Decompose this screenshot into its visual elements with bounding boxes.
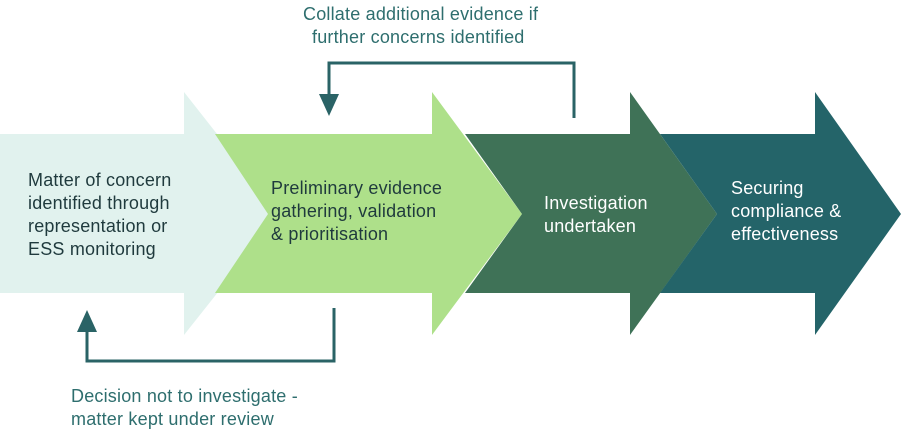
stage-2-label: Preliminary evidence gathering, validati… [271,177,442,246]
top-annotation-line: further concerns identified [312,27,525,47]
top-annotation-line: Collate additional evidence if [303,4,539,24]
stage-4-label-line: Securing [731,178,804,198]
stage-3-label-line: Investigation [544,193,648,213]
stage-2-label-line: gathering, validation [271,201,437,221]
stage-2-arrow [215,92,522,335]
stage-4-arrow [660,92,901,335]
stage-2-label-line: Preliminary evidence [271,178,443,198]
stage-2-label-line: & prioritisation [271,224,389,244]
bottom-feedback-arrowhead [77,310,97,332]
stage-1-label-line: identified through [28,193,170,213]
bottom-annotation: Decision not to investigate - matter kep… [71,385,298,431]
stage-4-label-line: effectiveness [731,224,839,244]
stage-1-arrow [0,92,280,335]
top-annotation: Collate additional evidence if further c… [303,3,538,49]
bottom-feedback-line [85,308,336,363]
stage-1-label-line: ESS monitoring [28,239,156,259]
stage-1-label: Matter of concern identified through rep… [28,169,171,261]
bottom-annotation-line: matter kept under review [71,409,274,429]
stage-3-arrow [465,92,717,335]
stage-3-label-line: undertaken [544,216,637,236]
stage-4-label-line: compliance & [731,201,842,221]
bottom-annotation-line: Decision not to investigate - [71,386,298,406]
stage-3-label: Investigation undertaken [544,192,648,238]
top-feedback-arrowhead [319,94,339,116]
stage-1-label-line: Matter of concern [28,170,172,190]
stage-4-label: Securing compliance & effectiveness [731,177,841,246]
stage-1-label-line: representation or [28,216,168,236]
top-feedback-line [327,61,576,118]
